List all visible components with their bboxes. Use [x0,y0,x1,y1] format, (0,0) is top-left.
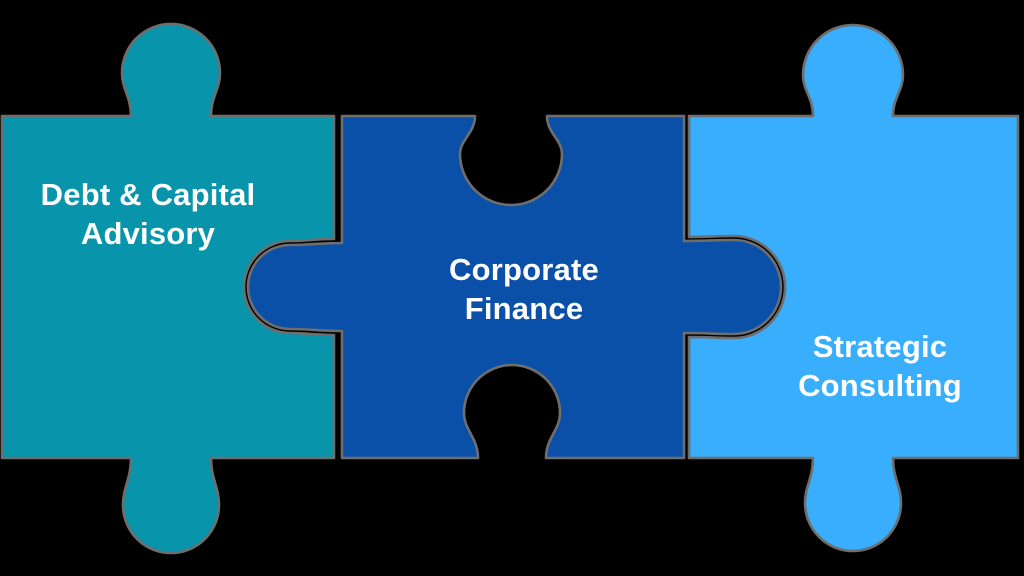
label-line: Finance [464,291,584,326]
label-line: Strategic [812,329,948,364]
label-strategic-consulting: Strategic Consulting [798,327,962,405]
puzzle-piece-debt-capital-advisory [0,22,336,555]
label-line: Consulting [798,368,962,403]
label-line: Corporate [449,252,599,287]
puzzle-piece-corporate-finance [246,114,783,460]
puzzle-piece-strategic-consulting [687,23,1020,553]
label-line: Debt & Capital [40,177,256,212]
label-debt-capital-advisory: Debt & Capital Advisory [41,175,256,253]
label-corporate-finance: Corporate Finance [449,250,599,328]
label-line: Advisory [80,216,216,251]
